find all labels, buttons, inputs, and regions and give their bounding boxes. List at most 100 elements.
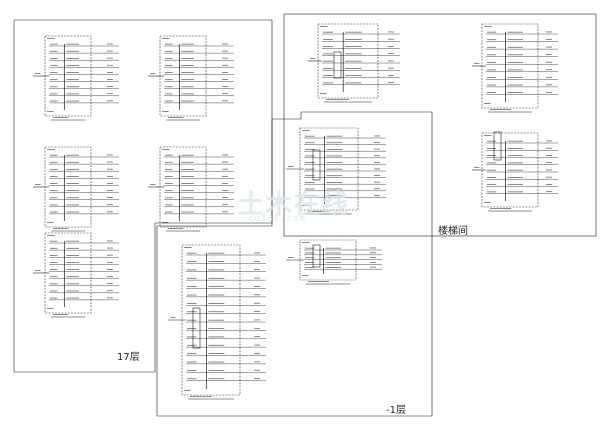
f17-p4-load-text-3 [222,175,229,177]
f17-p5-caption-text [53,314,69,315]
f17-p1-breaker-text-3 [50,65,58,66]
b1-p3-load-text-3 [254,277,261,279]
f17-p1-breaker-text-7 [50,93,58,95]
f17-p1-feeder-text-6 [66,86,79,88]
b1-p2-feeder-text-4 [325,267,341,268]
b1-p3-load-text-5 [254,294,261,296]
stairwell-zone-label: 楼梯间 [438,226,468,237]
b1-p2-rating-text [302,275,309,276]
stair-p1-load-text-6 [546,76,553,78]
f17-p1-feeder-text-5 [66,79,79,81]
f17-p4-feeder-text-3 [181,176,194,177]
f17-p1-feeder-text-2 [66,58,79,59]
f17-p1-load-text-4 [107,72,114,73]
f17-p3-load-text-3 [107,175,114,177]
b1-p3-load-text-14 [254,369,261,371]
f17-p5-feeder-text-8 [66,297,79,299]
b1-p1-breaker-text-9 [305,195,315,196]
f17-p3-load-text-1 [107,161,114,163]
top-p1-load-text-2 [388,46,395,47]
stair-p2-load-text-5 [546,176,553,178]
f17-p2-breaker-text-5 [165,79,173,81]
stair-p1-load-text-0 [546,31,553,33]
b1-p3-feeder-text-5 [208,294,225,296]
f17-p5-feeder-text-7 [66,290,79,292]
f17-p1-load-text-6 [107,86,114,87]
b1-p2-load-text-1 [370,252,377,254]
b1-p1-load-text-8 [374,188,381,190]
stair-p2-caption-text [490,208,511,209]
f17-p2-header-text [162,38,170,39]
stair-p1-load-text-5 [546,69,553,71]
f17-p5-feeder-text-1 [66,247,79,249]
f17-p4-breaker-text-2 [165,169,173,170]
b1-p3-feeder-text-6 [208,303,225,304]
top-p1-breaker-text-7 [323,82,333,84]
f17-p4-breaker-text-0 [165,154,173,156]
f17-p5-feeder-text-4 [66,269,79,270]
f17-p5-load-text-1 [107,247,114,249]
f17-p4-load-text-5 [222,190,229,191]
top-p1-feeder-text-3 [345,53,362,55]
b1-p1-load-text-2 [374,148,381,150]
stair-p2-feeder-text-6 [507,184,523,185]
f17-p4-feeder-text-4 [181,183,194,184]
b1-p1-load-text-4 [374,162,381,163]
stair-p1-feeder-text-4 [507,62,523,63]
f17-p1-load-text-5 [107,79,114,80]
b1-p3-breaker-text-11 [187,344,197,346]
stair-p1-breaker-text-4 [487,62,497,63]
stair-p1-feeder-text-8 [507,92,523,93]
stair-p2-load-text-3 [546,162,553,164]
f17-p5-header-text [47,235,55,236]
f17-p3-feeder-text-4 [66,183,79,184]
b1-p2-load-text-3 [370,262,377,263]
f17-p1-breaker-text-6 [50,86,58,88]
stair-p1-feeder-text-2 [507,46,523,48]
f17-p4-breaker-text-4 [165,183,173,184]
top-p1-breaker-text-3 [323,53,333,55]
b1-p3-feeder-text-4 [208,286,225,287]
b1-p1-feeder-text-7 [326,182,343,183]
top-p1-feeder-text-7 [345,82,362,84]
f17-p3-feeder-text-2 [66,169,79,170]
b1-p1-feeder-text-3 [326,155,343,157]
b1-p1-breaker-text-5 [305,168,315,170]
f17-p4-breaker-text-1 [165,161,173,163]
top-p1-breaker-text-4 [323,60,333,62]
b1-p3-feeder-text-14 [208,370,225,371]
f17-p4-load-text-8 [222,211,229,213]
b1-p2-breaker-text-2 [305,257,315,259]
f17-p3-feeder-text-0 [66,154,79,156]
top-p1-breaker-text-6 [323,75,333,76]
top-p1-feeder-text-4 [345,60,362,62]
stair-p2-breaker-text-7 [487,191,497,193]
b1-p3-breaker-text-4 [187,286,197,287]
b1-p3-breaker-text-5 [187,294,197,296]
f17-p1-rating-text [47,111,54,112]
f17-p2-breaker-text-6 [165,86,173,88]
b1-p3-header-text [184,247,192,248]
f17-p2-breaker-text-8 [165,100,173,102]
f17-p4-rating-text [162,222,169,223]
b1-p3-load-text-4 [254,286,261,287]
f17-p2-breaker-text-1 [165,50,173,52]
b1-p1-feeder-text-1 [326,142,343,144]
stair-p1-breaker-text-3 [487,54,497,56]
b1-p3-breaker-text-3 [187,277,197,279]
stair-p2-feeder-text-2 [507,155,523,156]
f17-p3-breaker-text-7 [50,204,58,206]
stair-p2-feeder-text-1 [507,148,523,149]
stair-p1-load-text-2 [546,46,553,48]
f17-p4-breaker-text-5 [165,190,173,192]
stair-p1-rating-text [484,103,491,104]
f17-p1-incoming-text [35,73,41,74]
f17-p4-load-text-6 [222,197,229,198]
b1-p1-panel-box [299,127,359,211]
b1-p3-feeder-text-9 [208,328,225,329]
b1-p1-load-text-1 [374,142,381,143]
stair-p1-feeder-text-3 [507,54,523,56]
f17-p3-load-text-7 [107,204,114,206]
b1-p3-breaker-text-14 [187,370,197,371]
f17-p2-feeder-text-5 [181,79,194,81]
